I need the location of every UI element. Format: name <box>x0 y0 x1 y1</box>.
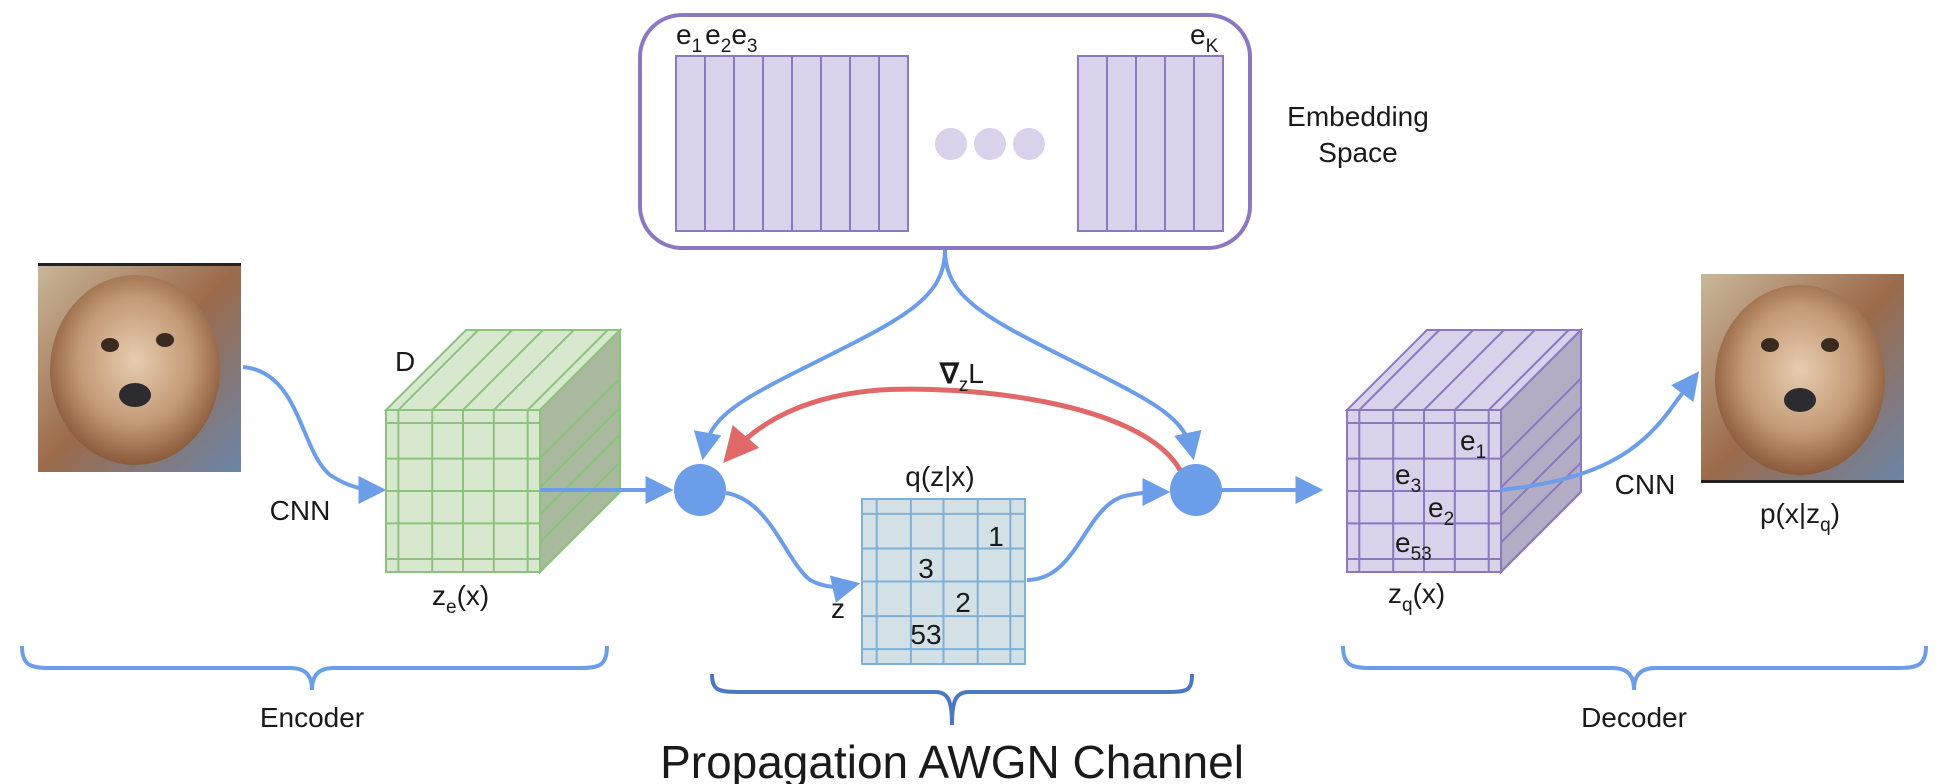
grid-value: 1 <box>988 521 1004 552</box>
decoder-cube <box>1344 327 1584 575</box>
channel-label: Propagation AWGN Channel <box>660 736 1244 784</box>
grid-value: 2 <box>955 587 971 618</box>
embedding-to-right-node-arrow <box>943 249 1202 461</box>
cube-top-line <box>526 329 609 411</box>
cube-top-line <box>1358 329 1441 411</box>
cube-side-line <box>539 490 621 573</box>
encoder-label: Encoder <box>260 702 364 733</box>
gradient-label: ∇zL <box>939 358 984 396</box>
channel-brace <box>710 673 1194 726</box>
z-label: z <box>831 593 845 624</box>
embedding-space-label-1: Embedding <box>1287 101 1429 132</box>
right-node <box>1170 464 1222 516</box>
embedding-block-right <box>1077 55 1224 232</box>
output-dog-image <box>1701 274 1904 483</box>
cube-side-line <box>539 406 621 489</box>
embedding-space-label-2: Space <box>1318 137 1397 168</box>
grid-value: 53 <box>910 619 941 650</box>
zq-label: zq(x) <box>1388 578 1445 616</box>
left-node-to-grid-arrow <box>725 491 861 603</box>
grid-value: 3 <box>918 553 934 584</box>
decoder-cell-label: e2 <box>1428 492 1454 530</box>
cube-top-line <box>397 329 480 411</box>
decoder-label: Decoder <box>1581 702 1687 733</box>
grid-to-right-node-arrow <box>1026 478 1171 582</box>
gradient-arrow <box>723 386 1183 472</box>
embedding-block-left <box>675 55 909 232</box>
q-label: q(z|x) <box>905 461 975 492</box>
cube-top-line <box>1423 329 1505 411</box>
decoder-cell-label: e3 <box>1395 459 1421 497</box>
cube-side-line <box>1500 377 1582 460</box>
embedding-to-left-node-arrow <box>693 249 947 461</box>
cube-top-line <box>1487 329 1570 411</box>
embedding-block-bg <box>1077 55 1224 232</box>
encoder-cnn-arrow <box>242 365 387 504</box>
cube-top-line <box>431 329 513 411</box>
cube-side-line <box>539 377 621 460</box>
encoder-cnn-label: CNN <box>270 495 331 526</box>
input-dog-image <box>38 263 241 472</box>
ellipsis-dot <box>935 128 967 160</box>
decoder-section: e1 e3 e2 e53 zq(x) CNN p(x|zq) <box>1344 274 1904 616</box>
cube-side-line <box>539 461 621 544</box>
p-label: p(x|zq) <box>1760 498 1840 536</box>
q-grid <box>861 498 1026 665</box>
decoder-cnn-arrow <box>1499 371 1700 492</box>
cube-side-line <box>1500 490 1582 573</box>
ellipsis-dot <box>1013 128 1045 160</box>
cube-side-line <box>1500 434 1582 516</box>
encoder-cube <box>383 327 623 575</box>
cube-side-line <box>1500 406 1582 489</box>
depth-label: D <box>395 346 415 377</box>
encoder-section: CNN D ze(x) <box>38 263 674 618</box>
cube-side-line <box>1500 461 1582 544</box>
embedding-last-label: eK <box>1190 19 1219 57</box>
cube-top-line <box>1392 329 1474 411</box>
decoder-brace <box>1341 645 1928 691</box>
ze-label: ze(x) <box>432 580 489 618</box>
left-node <box>674 464 726 516</box>
cube-side-line <box>539 434 621 516</box>
cube-top-line <box>462 329 544 411</box>
channel-section: ∇zL q(z|x) z 1 3 2 53 <box>674 249 1324 665</box>
ellipsis-dot <box>974 128 1006 160</box>
decoder-cell-label: e53 <box>1395 527 1432 565</box>
decoder-cell-label: e1 <box>1460 425 1486 463</box>
cube-top-line <box>1454 329 1536 411</box>
encoder-brace <box>20 645 609 691</box>
decoder-cnn-label: CNN <box>1615 469 1676 500</box>
cube-top-line <box>493 329 575 411</box>
